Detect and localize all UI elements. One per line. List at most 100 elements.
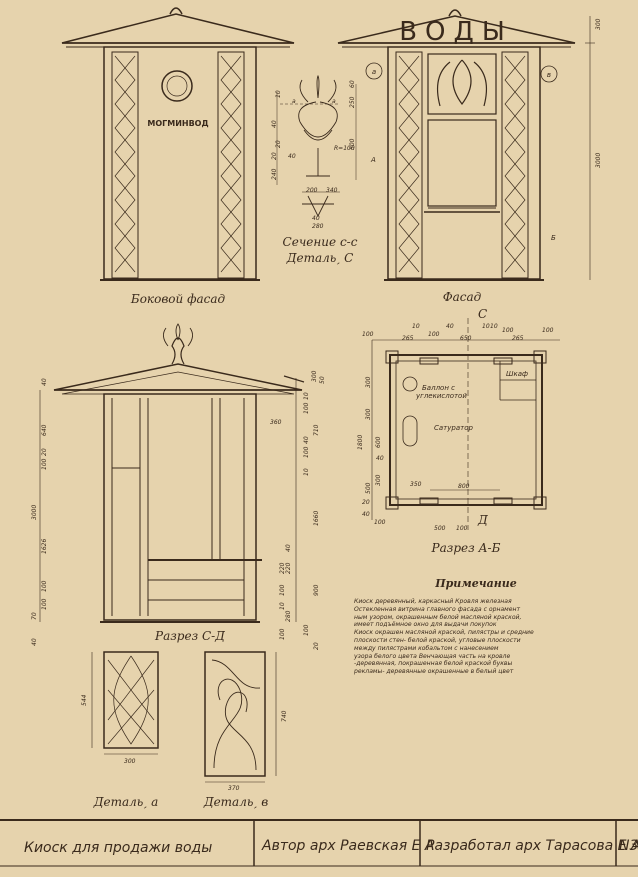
plan-top-dim: 650 <box>460 335 472 342</box>
note-title: Примечание <box>435 577 517 590</box>
height-300: 300 <box>595 18 602 30</box>
note-line: Киоск деревянный, каркасный Кровля желез… <box>354 598 512 605</box>
detail-c-caption: Детальˏ С <box>286 251 354 265</box>
detail-a-caption: Детальˏ а <box>93 795 159 809</box>
section-cd-right-dim: 100 <box>279 584 286 596</box>
project-title: Киоск для продажи воды <box>24 840 212 856</box>
plan-bottom-dim: 350 <box>410 481 422 488</box>
section-cd-right-dim: 100 <box>303 446 310 458</box>
note-line: ным узором, окрашенным белой масляной кр… <box>354 613 522 621</box>
front-facade-text: Фасад ВОДЫ а в А Б 3000 300 <box>370 17 602 304</box>
detail-c-mark: 280 <box>312 223 324 230</box>
section-cd-left-dim: 100 <box>41 598 48 610</box>
emblem-icon <box>161 70 193 102</box>
plan-label: Д <box>477 513 488 527</box>
section-cd-left-dim: 1626 <box>41 539 48 554</box>
plan-left-dim: 500 <box>365 482 372 494</box>
section-cd-left-dim: 20 <box>41 448 48 456</box>
sheet-number: N3 <box>619 838 638 854</box>
detail-c-mark: R=100 <box>334 145 355 152</box>
detail-c-mark: а <box>332 98 336 105</box>
detail-a-dim: 300 <box>124 758 136 765</box>
plan-left-dim: 300 <box>365 408 372 420</box>
plan-left-dim: 20 <box>362 499 370 506</box>
section-cd-right-dim: 280 <box>285 610 292 622</box>
plan-top-dim: 10 <box>412 323 420 330</box>
section-cd-right-dim: 710 <box>313 424 320 436</box>
detail-b-dim: 740 <box>281 710 288 722</box>
author-label: Автор арх Раевская Е А <box>261 838 434 854</box>
note-line: рекламы- деревянные окрашенные в белый ц… <box>354 668 514 676</box>
section-cd-caption: Разрез С-Д <box>154 629 225 643</box>
plan-top-dim: 10 <box>490 323 498 330</box>
detail-c-mark: 500 <box>349 138 356 150</box>
plan-left-dim: 100 <box>374 519 386 526</box>
plan-left-dim: 300 <box>375 474 382 486</box>
section-cd-right-dim: 1660 <box>313 511 320 526</box>
plan-bottom-dim: 800 <box>458 483 470 490</box>
plan-label: Сатуратор <box>434 424 473 432</box>
plan-bottom-dim: 500 <box>434 525 446 532</box>
plan-ab <box>371 318 560 530</box>
section-cd-left-dim: 40 <box>41 378 48 386</box>
plan-label: углекислотой <box>415 392 467 400</box>
section-cd-right-dim: 220 <box>279 562 286 574</box>
section-cd <box>39 323 305 623</box>
roof-sign: ВОДЫ <box>399 17 513 47</box>
section-cd-right-dim: 100 <box>303 402 310 414</box>
detail-b-dim: 370 <box>228 785 240 792</box>
plan-ab-caption: Разрез А-Б <box>431 541 501 555</box>
side-facade <box>61 7 295 281</box>
mark-b-letter: Б <box>551 234 556 242</box>
section-cd-right-dim: 20 <box>313 642 320 650</box>
detail-c-mark: 340 <box>326 187 338 194</box>
section-cd-right-dim: 40 <box>285 544 292 552</box>
plan-left-dim: 300 <box>365 376 372 388</box>
plan-top-dim: 10 <box>482 323 490 330</box>
section-cd-right-dim: 900 <box>313 584 320 596</box>
title-block-frame <box>0 819 638 867</box>
detail-c-mark: 20 <box>275 140 282 148</box>
note-block: Примечание Киоск деревянный, каркасный К… <box>354 577 586 676</box>
section-cd-right-dim: 100 <box>303 624 310 636</box>
detail-c <box>276 74 357 218</box>
front-facade-caption: Фасад <box>443 290 482 304</box>
section-cd-left-dim: 100 <box>41 580 48 592</box>
note-text: Киоск деревянный, каркасный Кровля желез… <box>354 598 586 676</box>
detail-a <box>91 651 159 755</box>
plan-top-dim: 100 <box>428 331 440 338</box>
note-line: Остекленная витрина главного фасада с ор… <box>354 605 521 613</box>
side-facade-caption: Боковой фасад <box>130 292 226 306</box>
height-3000: 3000 <box>595 153 602 168</box>
section-cd-left-dim: 100 <box>41 458 48 470</box>
plan-label: С <box>478 307 487 321</box>
detail-c-text: Сечение с-с Детальˏ С а а 40 250 60 20 4… <box>271 80 358 265</box>
detail-b <box>204 651 277 783</box>
detail-c-mark: 10 <box>275 90 282 98</box>
plan-label: Баллон с <box>422 384 455 392</box>
detail-a-dim: 544 <box>81 694 88 706</box>
section-cd-right-dim: 10 <box>279 602 286 610</box>
detail-a-text: Детальˏ а 544 300 <box>81 694 158 809</box>
section-cd-right-dim: 100 <box>279 628 286 640</box>
detail-c-mark: а <box>292 98 296 105</box>
section-cd-left-dim: 40 <box>31 638 38 646</box>
section-cd-right-dim: 220 <box>285 562 292 574</box>
front-facade <box>337 9 595 281</box>
section-cd-right-dim: 360 <box>270 419 282 426</box>
marker-a: а <box>372 68 376 76</box>
section-cd-text: Разрез С-Д 40 640 100 20 3000 1626 100 4… <box>31 370 326 650</box>
section-cd-right-dim: 40 <box>303 436 310 444</box>
side-facade-sign: МОГМИНВОД <box>147 119 208 128</box>
section-cd-left-dim: 640 <box>41 424 48 436</box>
section-cd-left-dim: 3000 <box>31 505 38 520</box>
detail-c-mark: 20 <box>271 152 278 160</box>
detail-c-mark: 250 <box>349 96 356 108</box>
plan-top-dim: 265 <box>402 335 414 342</box>
detail-c-mark: 200 <box>306 187 318 194</box>
section-caption: Сечение с-с <box>283 235 358 249</box>
marker-b: в <box>547 71 551 79</box>
section-cd-right-dim: 10 <box>303 392 310 400</box>
detail-b-caption: Детальˏ в <box>203 795 268 809</box>
detail-c-mark: 40 <box>288 153 296 160</box>
